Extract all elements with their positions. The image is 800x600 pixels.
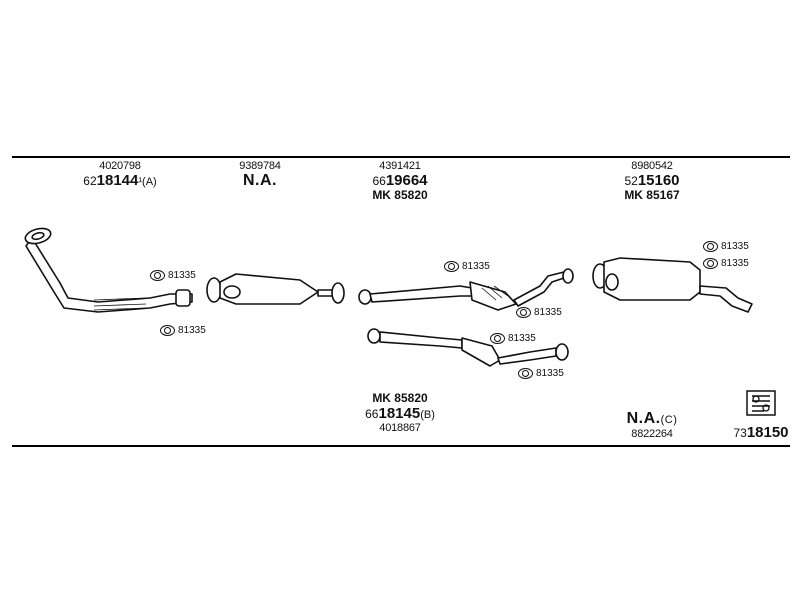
complete-system-number: 7318150 xyxy=(726,424,796,441)
clamp-label: 81335 xyxy=(518,368,564,379)
mounting-kit: MK 85167 xyxy=(624,188,680,202)
oe-number: 4018867 xyxy=(379,422,421,434)
mounting-kit: MK 85820 xyxy=(372,188,428,202)
oe-number: 4391421 xyxy=(379,160,421,172)
part-group-rear-silencer: 8980542 5215160 MK 85167 xyxy=(612,160,692,202)
top-divider xyxy=(12,156,790,158)
part-group-catalyst: 9389784 N.A. xyxy=(225,160,295,190)
part-number: 7318150 xyxy=(733,424,789,441)
oe-number: 8822264 xyxy=(631,428,673,440)
front-pipe xyxy=(24,227,193,313)
oe-number: 9389784 xyxy=(239,160,281,172)
mounting-kit: MK 85820 xyxy=(372,391,428,405)
clamp-label: 81335 xyxy=(150,270,196,281)
bottom-divider xyxy=(12,445,790,447)
middle-pipe-with-silencer xyxy=(358,268,574,311)
part-group-middle-pipe: 4391421 6619664 MK 85820 xyxy=(360,160,440,202)
clamp-label: 81335 xyxy=(516,307,562,318)
part-group-front-pipe: 4020798 6218144¹(A) xyxy=(80,160,160,189)
clamp-label: 81335 xyxy=(703,241,749,252)
catalyst xyxy=(206,273,345,305)
clamp-label: 81335 xyxy=(490,333,536,344)
not-available-label: N.A.(C) xyxy=(626,410,678,427)
manual-book-icon xyxy=(746,390,776,416)
not-available-label: N.A. xyxy=(243,172,277,189)
part-number: 6619664 xyxy=(372,172,428,189)
part-number: 5215160 xyxy=(624,172,680,189)
oe-number: 8980542 xyxy=(631,160,673,172)
part-group-rear-na: N.A.(C) 8822264 xyxy=(612,410,692,440)
alt-middle-pipe xyxy=(367,328,569,367)
clamp-label: 81335 xyxy=(444,261,490,272)
rear-silencer xyxy=(592,257,753,313)
part-number: 6218144¹(A) xyxy=(83,172,157,189)
clamp-label: 81335 xyxy=(703,258,749,269)
part-number: 6618145(B) xyxy=(365,405,435,422)
clamp-label: 81335 xyxy=(160,325,206,336)
oe-number: 4020798 xyxy=(99,160,141,172)
part-group-alt-middle-pipe: MK 85820 6618145(B) 4018867 xyxy=(350,391,450,435)
